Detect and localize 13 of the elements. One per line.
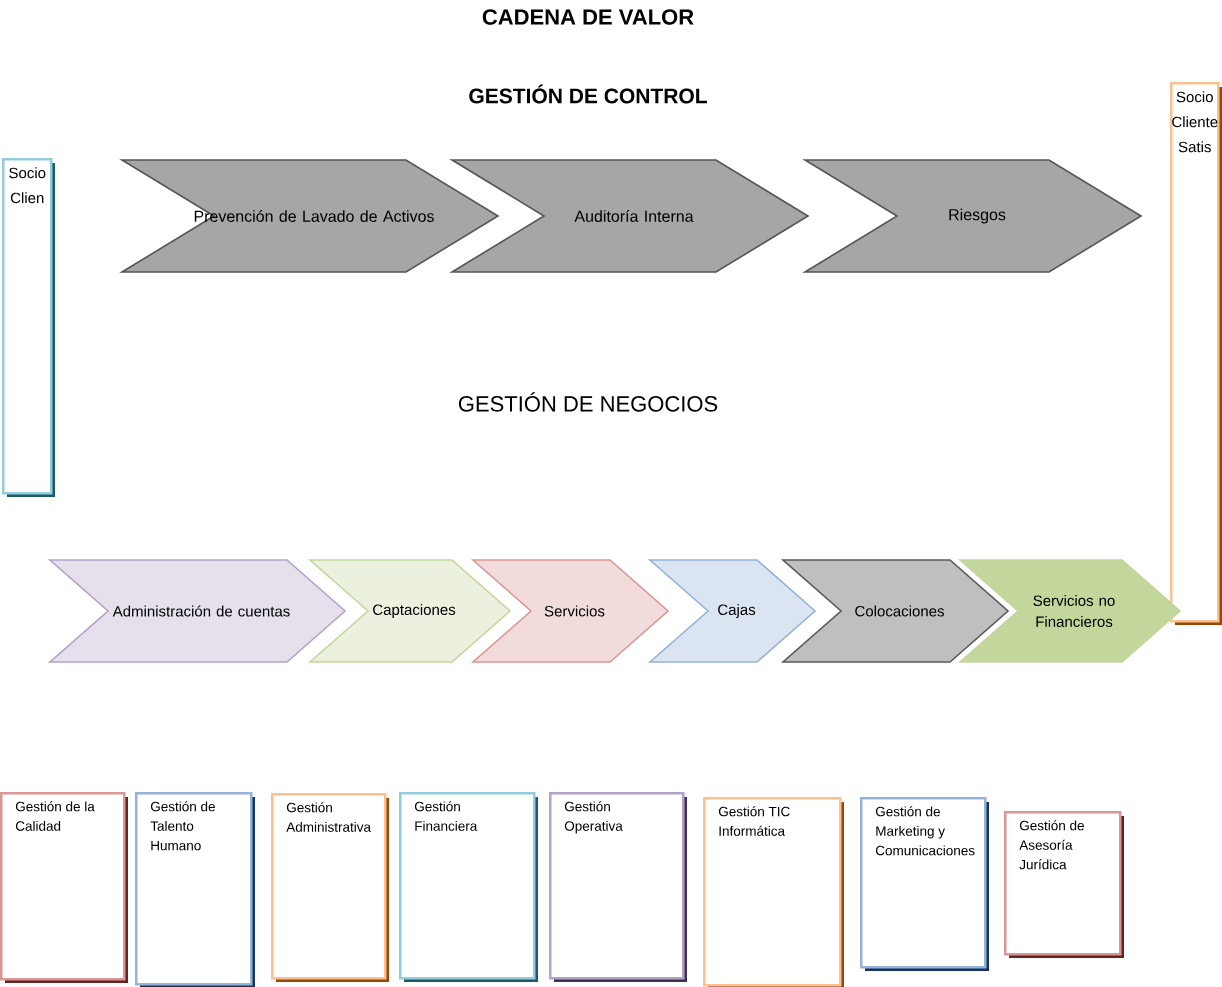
text-box: Gestión TIC Informática — [703, 797, 844, 987]
text-box: Gestión de Asesoría Jurídica — [1004, 811, 1124, 958]
vertical-text-box: Socio Cliente Satis — [1170, 82, 1222, 625]
text-box: Gestión Operativa — [549, 792, 687, 982]
text-box: Gestión Financiera — [399, 792, 538, 982]
section-heading: GESTIÓN DE NEGOCIOS — [458, 392, 718, 412]
text-box: Gestión de la Calidad — [0, 792, 128, 983]
title: CADENA DE VALOR — [482, 9, 694, 25]
section-heading: GESTIÓN DE CONTROL — [469, 84, 707, 104]
text-box: Gestión de Marketing y Comunicaciones — [860, 797, 989, 971]
text-box: Gestión de Talento Humano — [135, 792, 255, 987]
text-box: Gestión Administrativa — [271, 793, 389, 982]
vertical-text-box: Socio Clien — [2, 158, 55, 497]
